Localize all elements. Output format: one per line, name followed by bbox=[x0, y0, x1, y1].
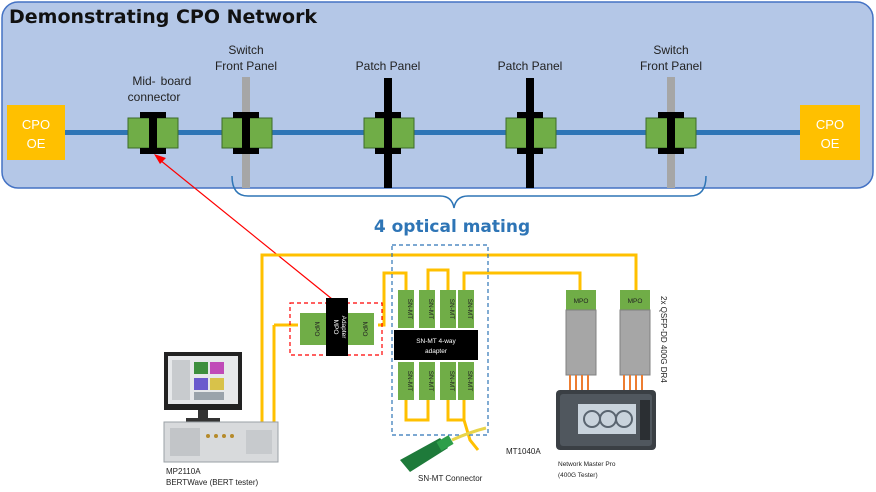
switch-front-2-label-2: Front Panel bbox=[640, 59, 702, 73]
switch-front-1-label-1: Switch bbox=[228, 43, 263, 57]
cpo-oe-right: CPO OE bbox=[800, 105, 860, 160]
snmt-bottom-row: SN-MT SN-MT SN-MT SN-MT bbox=[398, 362, 474, 400]
bertwave-monitor bbox=[164, 352, 242, 422]
cpo-left-line1: CPO bbox=[22, 117, 50, 132]
svg-text:SN-MT: SN-MT bbox=[466, 371, 473, 392]
tester-mpo-1: MPO bbox=[566, 290, 596, 310]
snmt-4way-adapter: SN-MT 4-way adapter bbox=[394, 330, 478, 360]
mt1040a-label: MT1040A bbox=[506, 447, 541, 456]
mpo-adapter-label-1: MPO bbox=[332, 320, 339, 335]
snmt-adapter-label-2: adapter bbox=[425, 348, 448, 355]
mpo-left-label: MPO bbox=[313, 322, 320, 337]
svg-text:SN-MT: SN-MT bbox=[427, 299, 434, 320]
mpo-connector-left: MPO bbox=[300, 313, 326, 345]
svg-text:SN-MT: SN-MT bbox=[448, 371, 455, 392]
patch-panel-2 bbox=[505, 78, 557, 188]
ribbon-cable-2 bbox=[619, 309, 651, 376]
qsfp-label: 2x QSFP-DD 400G DR4 bbox=[659, 296, 668, 383]
switch-front-2-label-1: Switch bbox=[653, 43, 688, 57]
mp2110a-label: MP2110A bbox=[166, 467, 201, 476]
tester-mpo-2: MPO bbox=[620, 290, 650, 310]
svg-text:SN-MT: SN-MT bbox=[406, 299, 413, 320]
mid-board-label-1: Mid- bbox=[132, 74, 155, 88]
red-pointer-arrow bbox=[154, 154, 333, 300]
snmt-group-box bbox=[391, 244, 489, 436]
optical-mating-label: 4 optical mating bbox=[374, 217, 530, 237]
svg-text:MPO: MPO bbox=[574, 298, 589, 305]
cpo-right-line2: OE bbox=[821, 136, 840, 151]
network-master-pro-device bbox=[556, 390, 656, 450]
svg-text:SN-MT: SN-MT bbox=[406, 371, 413, 392]
snmt-adapter-label-1: SN-MT 4-way bbox=[416, 338, 456, 345]
switch-front-panel-2 bbox=[645, 77, 697, 188]
bertwave-label: BERTWave (BERT tester) bbox=[166, 478, 259, 487]
svg-text:SN-MT: SN-MT bbox=[466, 299, 473, 320]
mating-brace bbox=[231, 175, 707, 209]
patch-panel-1-label: Patch Panel bbox=[356, 59, 421, 73]
cpo-left-line2: OE bbox=[27, 136, 46, 151]
switch-front-panel-1 bbox=[221, 77, 273, 188]
mid-board-label-2: board bbox=[161, 74, 192, 88]
svg-text:SN-MT: SN-MT bbox=[448, 299, 455, 320]
network-master-label-1: Network Master Pro bbox=[558, 461, 616, 468]
ribbon-cable-1 bbox=[565, 309, 597, 376]
mid-board-connector bbox=[127, 112, 179, 154]
switch-front-1-label-2: Front Panel bbox=[215, 59, 277, 73]
cpo-oe-left: CPO OE bbox=[7, 105, 65, 160]
patch-panel-1 bbox=[363, 78, 415, 188]
mid-board-label-3: connector bbox=[128, 90, 181, 104]
cpo-fiber-link bbox=[64, 130, 804, 135]
mpo-adapter: MPO Adapter bbox=[326, 298, 348, 356]
cpo-right-line1: CPO bbox=[816, 117, 844, 132]
snmt-top-row: SN-MT SN-MT SN-MT SN-MT bbox=[398, 290, 474, 328]
snmt-connector-label: SN-MT Connector bbox=[418, 474, 483, 483]
mpo-adapter-label-2: Adapter bbox=[340, 316, 347, 340]
svg-text:MPO: MPO bbox=[628, 298, 643, 305]
patch-panel-2-label: Patch Panel bbox=[498, 59, 563, 73]
svg-text:SN-MT: SN-MT bbox=[427, 371, 434, 392]
snmt-connector-image bbox=[400, 426, 487, 472]
mpo-connector-right: MPO bbox=[348, 313, 374, 345]
mpo-right-label: MPO bbox=[361, 322, 368, 337]
network-master-label-2: (400G Tester) bbox=[558, 472, 598, 479]
bertwave-unit bbox=[163, 421, 279, 463]
panel-title: Demonstrating CPO Network bbox=[9, 6, 317, 28]
